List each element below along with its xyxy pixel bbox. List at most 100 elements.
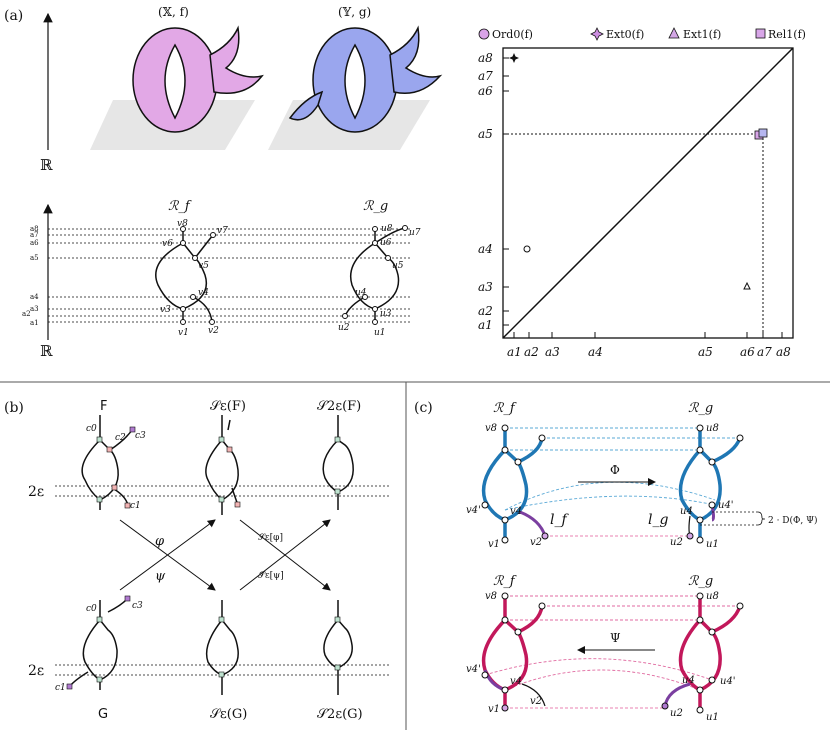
svg-text:u6: u6 bbox=[380, 238, 392, 248]
svg-text:u4: u4 bbox=[682, 675, 695, 686]
svg-text:a4: a4 bbox=[588, 345, 603, 359]
c-bottom-graph-g bbox=[678, 596, 742, 710]
svg-text:u1: u1 bbox=[706, 539, 719, 550]
legend-ext1-label: Ext1(f) bbox=[683, 28, 721, 41]
graph-S2eG bbox=[323, 600, 353, 695]
c-distance-label: 2 · D(Φ, Ψ) bbox=[768, 515, 818, 526]
panel-a-tag: (a) bbox=[4, 8, 23, 24]
pd-x-tick-labels: a1 a2 a3 a4 a5 a6 a7 a8 bbox=[507, 345, 791, 359]
c-bottom-g-purple bbox=[663, 682, 691, 707]
svg-text:v8: v8 bbox=[485, 423, 497, 434]
reeb-f-vertices bbox=[180, 226, 216, 325]
svg-text:a8: a8 bbox=[776, 345, 791, 359]
svg-text:c2: c2 bbox=[115, 433, 126, 443]
graph-node-labels: c0 c2 c3 c1 c0 c3 c1 bbox=[55, 424, 146, 693]
svg-text:v1: v1 bbox=[178, 328, 189, 338]
label-phi: φ bbox=[155, 534, 165, 549]
svg-text:v2: v2 bbox=[208, 326, 219, 336]
legend-ext1-marker bbox=[668, 27, 680, 39]
label-G: G bbox=[98, 707, 108, 722]
space-y-label: (𝕐, g) bbox=[338, 5, 371, 19]
svg-text:a2: a2 bbox=[524, 345, 539, 359]
label-F: F bbox=[100, 399, 107, 414]
label-SeF: 𝒮ε(F) bbox=[210, 399, 246, 414]
legend-ext0-marker bbox=[590, 27, 604, 41]
svg-text:a1: a1 bbox=[30, 319, 39, 327]
c-bottom-vertices bbox=[481, 592, 744, 714]
svg-text:a2: a2 bbox=[478, 304, 493, 318]
svg-text:v7: v7 bbox=[217, 226, 228, 236]
c-top-title-f: ℛ_f bbox=[493, 401, 517, 416]
svg-text:u4': u4' bbox=[720, 676, 736, 687]
arrow-psi bbox=[119, 519, 216, 591]
eps-label-top: 2ε bbox=[28, 484, 44, 500]
svg-text:a6: a6 bbox=[30, 239, 39, 247]
level-labels: a8 a7 a6 a5 a4 a3 a2 a1 bbox=[22, 225, 39, 327]
panel-b: (b) F 𝒮ε(F) 𝒮2ε(F) G 𝒮ε(G) 𝒮2ε(G) 2ε 2ε bbox=[4, 399, 390, 722]
svg-text:a3: a3 bbox=[30, 305, 39, 313]
pd-diagonal bbox=[502, 47, 794, 339]
svg-text:v1: v1 bbox=[488, 704, 500, 715]
svg-text:a2: a2 bbox=[22, 310, 31, 318]
svg-text:u8: u8 bbox=[706, 591, 719, 602]
pd-point-rel-b bbox=[758, 128, 768, 138]
svg-text:u4': u4' bbox=[718, 500, 734, 511]
svg-text:a4: a4 bbox=[30, 293, 39, 301]
pd-y-ticks bbox=[503, 57, 509, 326]
svg-text:a7: a7 bbox=[478, 69, 493, 83]
svg-text:u7: u7 bbox=[409, 228, 421, 238]
reeb-f-title: ℛ_f bbox=[168, 199, 192, 214]
panel-b-tag: (b) bbox=[4, 400, 24, 416]
pd-point-ord bbox=[523, 245, 531, 253]
level-lines bbox=[48, 228, 410, 323]
svg-text:u1: u1 bbox=[374, 328, 386, 338]
legend-rel-label: Rel1(f) bbox=[768, 28, 806, 41]
panel-a: (a) ℝ ℝ (𝕏, f) (𝕐, g) bbox=[4, 5, 443, 360]
reeb-g-vertex-labels: u8 u7 u6 u5 u4 u3 u2 u1 bbox=[338, 224, 421, 338]
c-bottom-graph-f bbox=[481, 596, 544, 708]
c-top-graph-f bbox=[481, 428, 544, 540]
svg-text:a5: a5 bbox=[698, 345, 713, 359]
legend-ord-marker bbox=[478, 28, 490, 40]
svg-text:a7: a7 bbox=[30, 231, 39, 239]
real-axis-label-top: ℝ bbox=[40, 156, 53, 174]
panel-c: (c) ℛ_f ℛ_g bbox=[414, 400, 818, 723]
label-smooth-psi: 𝒮ε[ψ] bbox=[258, 571, 284, 581]
svg-text:v4': v4' bbox=[466, 664, 481, 675]
svg-text:a6: a6 bbox=[740, 345, 755, 359]
svg-text:a3: a3 bbox=[478, 280, 493, 294]
c-bottom-title-g: ℛ_g bbox=[688, 574, 713, 589]
svg-text:a8: a8 bbox=[478, 51, 493, 65]
svg-text:u8: u8 bbox=[381, 224, 393, 234]
c-bottom-title-f: ℛ_f bbox=[493, 574, 517, 589]
c-bottom-vertex-labels: v8 v4' v4 v2 v1 u8 u4' u4 u2 u1 bbox=[466, 591, 736, 723]
space-x-label: (𝕏, f) bbox=[158, 5, 189, 19]
c-top-vertices bbox=[481, 424, 744, 544]
svg-text:u2: u2 bbox=[338, 323, 350, 333]
c-top-vertex-labels: v8 v4' v4 v2 v1 u8 u4' u4 u2 u1 bbox=[466, 423, 734, 550]
pd-y-tick-labels: a8 a7 a6 a5 a4 a3 a2 a1 bbox=[478, 51, 493, 332]
svg-text:v3: v3 bbox=[160, 305, 171, 315]
svg-text:a5: a5 bbox=[30, 254, 39, 262]
panel-c-tag: (c) bbox=[414, 400, 433, 416]
svg-text:a4: a4 bbox=[478, 242, 493, 256]
svg-text:u8: u8 bbox=[706, 423, 719, 434]
label-S2eG: 𝒮2ε(G) bbox=[317, 707, 363, 722]
svg-text:a1: a1 bbox=[478, 318, 493, 332]
real-axis-label-bottom: ℝ bbox=[40, 342, 53, 360]
eps-label-bottom: 2ε bbox=[28, 663, 44, 679]
svg-text:u2: u2 bbox=[670, 537, 683, 548]
svg-text:u1: u1 bbox=[706, 712, 719, 723]
pd-point-ext1 bbox=[743, 281, 751, 290]
label-psi: ψ bbox=[155, 569, 166, 584]
persistence-diagram: Ord0(f) Ext0(f) Ext1(f) Rel1(f) a8 a7 a6… bbox=[478, 27, 806, 359]
legend-ext0-label: Ext0(f) bbox=[606, 28, 644, 41]
svg-text:c0: c0 bbox=[86, 604, 97, 614]
svg-text:v1: v1 bbox=[488, 539, 500, 550]
svg-text:u3: u3 bbox=[380, 309, 392, 319]
legend-rel-marker bbox=[755, 28, 766, 39]
arrow-smooth-psi bbox=[239, 519, 331, 591]
svg-text:c3: c3 bbox=[135, 431, 146, 441]
graph-G bbox=[69, 597, 129, 690]
